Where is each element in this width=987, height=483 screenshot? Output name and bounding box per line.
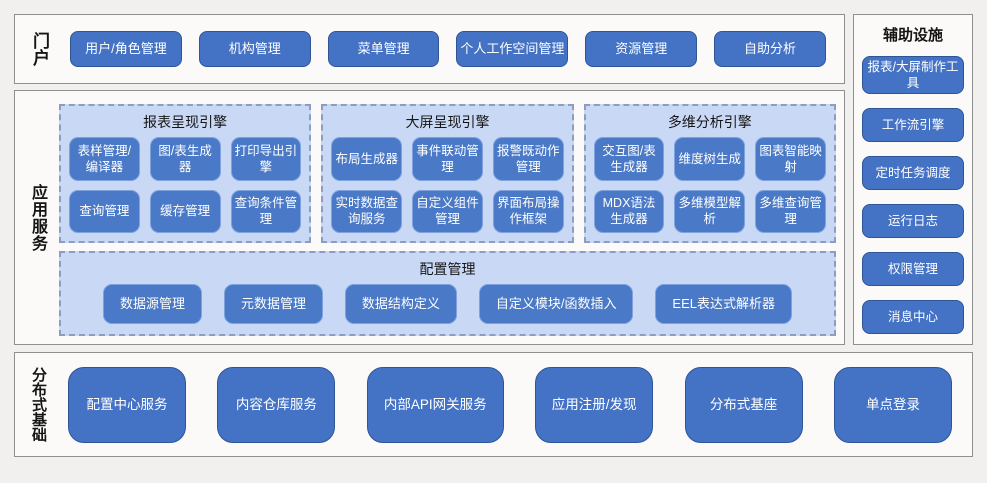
block-cache-mgmt: 缓存管理 xyxy=(149,189,221,233)
aux-block-report-screen-tool: 报表/大屏制作工具 xyxy=(862,56,964,94)
bigscreen-engine-title: 大屏呈现引擎 xyxy=(405,114,490,130)
config-button-row: 数据源管理 元数据管理 数据结构定义 自定义模块/函数插入 EEL表达式解析器 xyxy=(71,284,824,324)
portal-block-workspace-mgmt: 个人工作空间管理 xyxy=(456,31,569,67)
bigscreen-engine-grid: 布局生成器 事件联动管理 报警既动作管理 实时数据查询服务 自定义组件管理 界面… xyxy=(331,137,564,233)
config-mgmt-group: 配置管理 数据源管理 元数据管理 数据结构定义 自定义模块/函数插入 EEL表达… xyxy=(59,251,836,336)
block-multidim-query-mgmt: 多维查询管理 xyxy=(755,189,826,233)
block-metadata-mgmt: 元数据管理 xyxy=(223,284,323,324)
report-engine-grid: 表样管理/编译器 图/表生成器 打印导出引擎 查询管理 缓存管理 查询条件管理 xyxy=(69,137,302,233)
block-mdx-syntax-generator: MDX语法生成器 xyxy=(593,189,665,233)
block-distributed-base: 分布式基座 xyxy=(684,366,803,443)
app-services-label: 应用服务 xyxy=(29,183,46,252)
portal-block-org-mgmt: 机构管理 xyxy=(198,31,311,67)
block-internal-api-gateway-service: 内部API网关服务 xyxy=(366,366,504,443)
block-chart-smart-mapping: 图表智能映射 xyxy=(755,137,826,181)
block-eel-expression-parser: EEL表达式解析器 xyxy=(655,284,792,324)
aux-block-scheduler: 定时任务调度 xyxy=(862,156,964,190)
block-query-mgmt: 查询管理 xyxy=(69,189,140,233)
report-engine-title: 报表呈现引擎 xyxy=(143,114,228,130)
bigscreen-engine-group: 大屏呈现引擎 布局生成器 事件联动管理 报警既动作管理 实时数据查询服务 自定义… xyxy=(321,104,574,243)
block-realtime-data-query: 实时数据查询服务 xyxy=(331,189,403,233)
block-layout-generator: 布局生成器 xyxy=(331,137,403,181)
app-services-content: 报表呈现引擎 表样管理/编译器 图/表生成器 打印导出引擎 查询管理 缓存管理 … xyxy=(59,91,844,344)
app-services-section: 应用服务 报表呈现引擎 表样管理/编译器 图/表生成器 打印导出引擎 查询管理 … xyxy=(14,90,845,345)
auxiliary-title: 辅助设施 xyxy=(882,27,943,44)
portal-block-self-service-analysis: 自助分析 xyxy=(714,31,826,67)
portal-button-row: 用户/角色管理 机构管理 菜单管理 个人工作空间管理 资源管理 自助分析 xyxy=(52,31,844,67)
portal-block-resource-mgmt: 资源管理 xyxy=(585,31,698,67)
block-query-condition-mgmt: 查询条件管理 xyxy=(230,189,302,233)
block-multidim-model-parsing: 多维模型解析 xyxy=(674,189,746,233)
aux-block-run-log: 运行日志 xyxy=(862,204,964,238)
auxiliary-section: 辅助设施 报表/大屏制作工具 工作流引擎 定时任务调度 运行日志 权限管理 消息… xyxy=(853,14,973,345)
aux-block-message-center: 消息中心 xyxy=(862,300,964,334)
block-dimension-tree-generation: 维度树生成 xyxy=(674,137,746,181)
olap-engine-grid: 交互图/表生成器 维度树生成 图表智能映射 MDX语法生成器 多维模型解析 多维… xyxy=(593,137,826,233)
report-engine-group: 报表呈现引擎 表样管理/编译器 图/表生成器 打印导出引擎 查询管理 缓存管理 … xyxy=(59,104,312,243)
block-custom-component-mgmt: 自定义组件管理 xyxy=(412,189,483,233)
block-config-center-service: 配置中心服务 xyxy=(68,366,186,443)
block-interactive-chart-generator: 交互图/表生成器 xyxy=(593,137,665,181)
block-chart-table-generator: 图/表生成器 xyxy=(149,137,221,181)
block-print-export-engine: 打印导出引擎 xyxy=(230,137,302,181)
foundation-button-row: 配置中心服务 内容仓库服务 内部API网关服务 应用注册/发现 分布式基座 单点… xyxy=(48,366,972,443)
block-content-repo-service: 内容仓库服务 xyxy=(217,366,336,443)
portal-section: 门户 用户/角色管理 机构管理 菜单管理 个人工作空间管理 资源管理 自助分析 xyxy=(14,14,845,84)
aux-block-permission-mgmt: 权限管理 xyxy=(862,252,964,286)
block-app-registration-discovery: 应用注册/发现 xyxy=(535,366,654,443)
block-template-mgmt-compiler: 表样管理/编译器 xyxy=(69,137,140,181)
config-mgmt-title: 配置管理 xyxy=(419,261,476,277)
block-datasource-mgmt: 数据源管理 xyxy=(103,284,203,324)
foundation-label: 分布式基础 xyxy=(30,367,47,442)
portal-label: 门户 xyxy=(30,32,49,66)
aux-block-workflow-engine: 工作流引擎 xyxy=(862,108,964,142)
olap-engine-title: 多维分析引擎 xyxy=(667,114,752,130)
foundation-section: 分布式基础 配置中心服务 内容仓库服务 内部API网关服务 应用注册/发现 分布… xyxy=(14,352,973,457)
block-single-sign-on: 单点登录 xyxy=(833,366,952,443)
block-custom-module-function-insert: 自定义模块/函数插入 xyxy=(478,284,634,324)
olap-engine-group: 多维分析引擎 交互图/表生成器 维度树生成 图表智能映射 MDX语法生成器 多维… xyxy=(583,104,836,243)
block-ui-layout-framework: 界面布局操作框架 xyxy=(492,189,564,233)
block-data-structure-definition: 数据结构定义 xyxy=(344,284,457,324)
portal-block-user-role-mgmt: 用户/角色管理 xyxy=(70,31,182,67)
block-event-linkage-mgmt: 事件联动管理 xyxy=(412,137,483,181)
portal-block-menu-mgmt: 菜单管理 xyxy=(327,31,440,67)
block-alarm-action-mgmt: 报警既动作管理 xyxy=(492,137,564,181)
engine-row: 报表呈现引擎 表样管理/编译器 图/表生成器 打印导出引擎 查询管理 缓存管理 … xyxy=(59,104,836,243)
